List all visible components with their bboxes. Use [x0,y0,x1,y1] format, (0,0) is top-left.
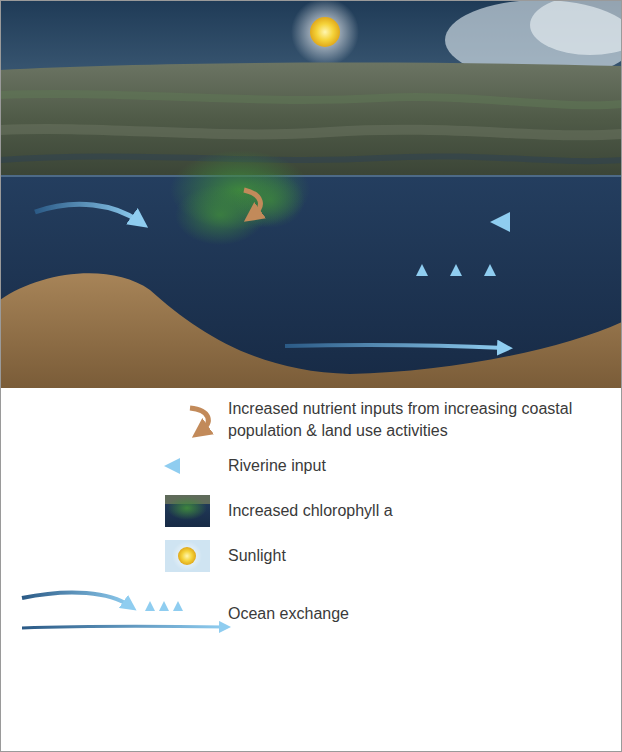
legend-text: Increased nutrient inputs from increasin… [228,398,613,442]
legend-text: Increased chlorophyll a [228,500,613,522]
legend-text: Riverine input [228,455,613,477]
legend-text: Sunlight [228,545,613,567]
legend-text: Ocean exchange [228,603,613,625]
